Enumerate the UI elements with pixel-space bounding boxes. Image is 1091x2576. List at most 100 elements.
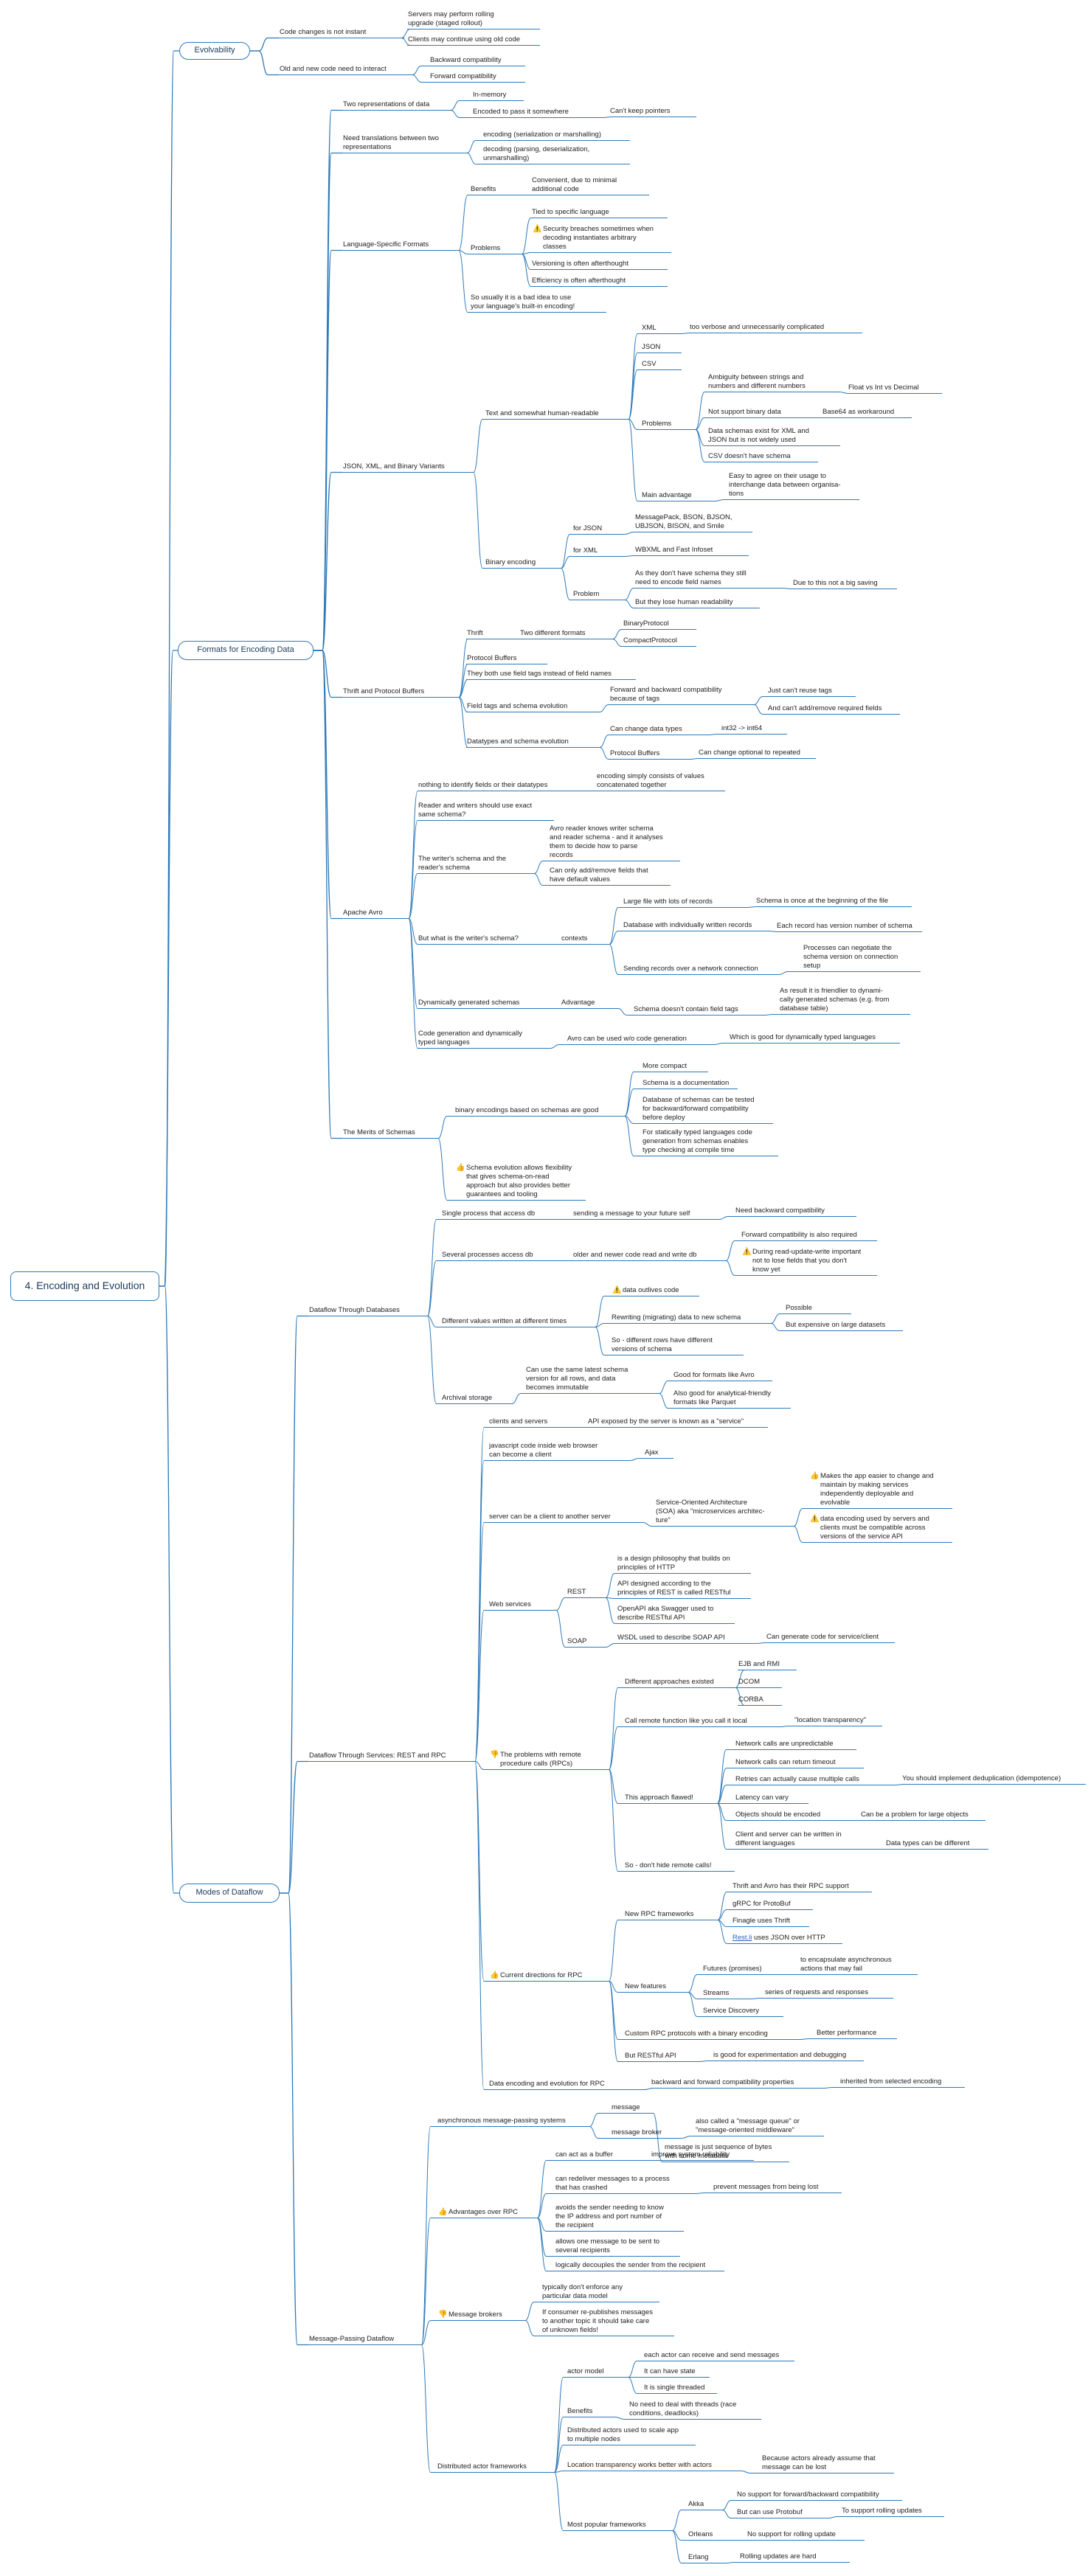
node[interactable]: for JSON bbox=[572, 524, 624, 535]
node[interactable]: Backward compatibility bbox=[429, 56, 525, 66]
node[interactable]: No support for forward/backward compatib… bbox=[736, 2490, 902, 2501]
node[interactable]: Due to this not a big saving bbox=[792, 579, 897, 589]
node[interactable]: Location transparency works better with … bbox=[567, 2461, 732, 2471]
node[interactable]: Dynamically generated schemas bbox=[418, 999, 543, 1009]
node[interactable]: Good for formats like Avro bbox=[673, 1371, 772, 1381]
node[interactable]: to encapsulate asynchronous actions that… bbox=[800, 1956, 918, 1975]
node[interactable]: Latency can vary bbox=[735, 1794, 808, 1804]
node[interactable]: 👍Schema evolution allows flexibility tha… bbox=[454, 1164, 586, 1201]
node[interactable]: Processes can negotiate the schema versi… bbox=[803, 944, 921, 972]
node[interactable]: decoding (parsing, deserialization, unma… bbox=[482, 145, 630, 164]
node[interactable]: Futures (promises) bbox=[702, 1965, 791, 1975]
node[interactable]: Can generate code for service/client bbox=[766, 1633, 895, 1643]
node[interactable]: Network calls can return timeout bbox=[735, 1758, 864, 1768]
node[interactable]: Custom RPC protocols with a binary encod… bbox=[624, 2030, 794, 2040]
node[interactable]: ⚠️data outlives code bbox=[611, 1286, 699, 1296]
node[interactable]: Erlang bbox=[687, 2553, 721, 2563]
node[interactable]: API designed according to the principles… bbox=[617, 1580, 751, 1599]
node[interactable]: Two different formats bbox=[519, 629, 612, 639]
node[interactable]: Most popular frameworks bbox=[567, 2521, 666, 2531]
node[interactable]: Protocol Buffers bbox=[609, 749, 690, 760]
node[interactable]: More compact bbox=[642, 1062, 708, 1072]
node[interactable]: But can use Protobuf bbox=[736, 2508, 825, 2518]
node[interactable]: Ajax bbox=[644, 1448, 673, 1459]
root-topic[interactable]: 4. Encoding and Evolution bbox=[10, 1271, 159, 1301]
node[interactable]: Service Discovery bbox=[702, 2007, 783, 2017]
node[interactable]: But they lose human readability bbox=[634, 598, 760, 608]
node[interactable]: for XML bbox=[572, 546, 624, 557]
node[interactable]: SOAP bbox=[567, 1637, 603, 1648]
topic-modes-of-dataflow[interactable]: Modes of Dataflow bbox=[179, 1884, 280, 1903]
node[interactable]: But expensive on large datasets bbox=[785, 1321, 903, 1331]
node[interactable]: backward and forward compatibility prope… bbox=[651, 2078, 817, 2089]
node[interactable]: prevent messages from being lost bbox=[713, 2183, 842, 2193]
node[interactable]: Web services bbox=[488, 1600, 555, 1611]
node[interactable]: MessagePack, BSON, BJSON, UBJSON, BISON,… bbox=[634, 513, 752, 532]
node[interactable]: No support for rolling update bbox=[747, 2530, 865, 2541]
node[interactable]: inherited from selected encoding bbox=[839, 2077, 965, 2088]
node[interactable]: Rolling updates are hard bbox=[739, 2552, 850, 2563]
node[interactable]: WBXML and Fast Infoset bbox=[634, 546, 749, 556]
node[interactable]: As result it is friendlier to dynami- ca… bbox=[779, 987, 910, 1015]
node[interactable]: Forward compatibility is also required bbox=[741, 1231, 877, 1241]
node[interactable]: BinaryProtocol bbox=[623, 619, 696, 630]
node[interactable]: ⚠️During read-update-write important not… bbox=[741, 1248, 877, 1276]
node[interactable]: contexts bbox=[561, 934, 605, 945]
node[interactable]: Several processes access db bbox=[441, 1251, 555, 1261]
node[interactable]: Message-Passing Dataflow bbox=[308, 2335, 415, 2345]
node[interactable]: CSV bbox=[641, 360, 682, 370]
node[interactable]: Language-Specific Formats bbox=[342, 240, 457, 251]
node[interactable]: 👍Advantages over RPC bbox=[437, 2208, 529, 2218]
node[interactable]: Thrift and Avro has their RPC support bbox=[732, 1882, 872, 1892]
node[interactable]: Old and new code need to interact bbox=[279, 65, 404, 75]
node[interactable]: Data encoding and evolution for RPC bbox=[488, 2080, 647, 2090]
node[interactable]: is a design philosophy that builds on pr… bbox=[617, 1555, 751, 1574]
node[interactable]: Thrift bbox=[466, 629, 510, 639]
node[interactable]: REST bbox=[567, 1588, 603, 1598]
node[interactable]: Two representations of data bbox=[342, 100, 442, 111]
node[interactable]: In-memory bbox=[472, 91, 524, 101]
node[interactable]: Also good for analytical-friendly format… bbox=[673, 1389, 791, 1409]
node[interactable]: API exposed by the server is known as a … bbox=[587, 1417, 768, 1428]
node[interactable]: "location transparency" bbox=[794, 1716, 882, 1726]
node[interactable]: It is single threaded bbox=[643, 2384, 717, 2394]
node[interactable]: message bbox=[611, 2103, 651, 2114]
node[interactable]: Problem bbox=[572, 590, 624, 600]
node[interactable]: Rest.li uses JSON over HTTP bbox=[732, 1934, 842, 1944]
node[interactable]: So usually it is a bad idea to use your … bbox=[470, 294, 606, 313]
node[interactable]: Service-Oriented Architecture (SOA) aka … bbox=[655, 1499, 788, 1527]
node[interactable]: Efficiency is often afterthought bbox=[531, 277, 668, 287]
node[interactable]: older and newer code read and write db bbox=[572, 1251, 720, 1261]
node[interactable]: Datatypes and schema evolution bbox=[466, 737, 599, 748]
node[interactable]: Archival storage bbox=[441, 1394, 508, 1404]
node[interactable]: Code changes is not instant bbox=[279, 28, 404, 38]
node[interactable]: So - different rows have different versi… bbox=[611, 1336, 744, 1355]
node[interactable]: Servers may perform rolling upgrade (sta… bbox=[407, 10, 540, 29]
node[interactable]: actor model bbox=[567, 2367, 622, 2378]
node[interactable]: Data schemas exist for XML and JSON but … bbox=[707, 427, 840, 446]
node[interactable]: Better performance bbox=[816, 2029, 897, 2039]
node[interactable]: Data types can be different bbox=[885, 1839, 988, 1850]
node[interactable]: It can have state bbox=[643, 2367, 710, 2378]
node[interactable]: 👍Current directions for RPC bbox=[488, 1971, 603, 1982]
node[interactable]: typically don't enforce any particular d… bbox=[541, 2283, 659, 2302]
node[interactable]: Can't keep pointers bbox=[609, 107, 696, 117]
node[interactable]: Advantage bbox=[561, 999, 612, 1009]
node[interactable]: Rewriting (migrating) data to new schema bbox=[611, 1313, 766, 1324]
node[interactable]: clients and servers bbox=[488, 1417, 577, 1428]
node[interactable]: Problems bbox=[470, 244, 522, 254]
node[interactable]: Tied to specific language bbox=[531, 208, 668, 218]
node[interactable]: No need to deal with threads (race condi… bbox=[628, 2400, 761, 2420]
node[interactable]: They both use field tags instead of fiel… bbox=[466, 670, 636, 680]
node[interactable]: Database of schemas can be tested for ba… bbox=[642, 1096, 773, 1124]
node[interactable]: The Merits of Schemas bbox=[342, 1128, 431, 1139]
node[interactable]: Benefits bbox=[567, 2407, 611, 2417]
node[interactable]: Can change optional to repeated bbox=[698, 749, 816, 759]
node[interactable]: Sending records over a network connectio… bbox=[623, 965, 770, 975]
node[interactable]: Float vs Int vs Decimal bbox=[848, 383, 942, 394]
node[interactable]: Avro reader knows writer schema and read… bbox=[549, 824, 680, 861]
node[interactable]: Each record has version number of schema bbox=[776, 922, 922, 932]
node[interactable]: Different approaches existed bbox=[624, 1678, 742, 1688]
node[interactable]: Main advantage bbox=[641, 491, 711, 501]
node[interactable]: sending a message to your future self bbox=[572, 1209, 713, 1220]
